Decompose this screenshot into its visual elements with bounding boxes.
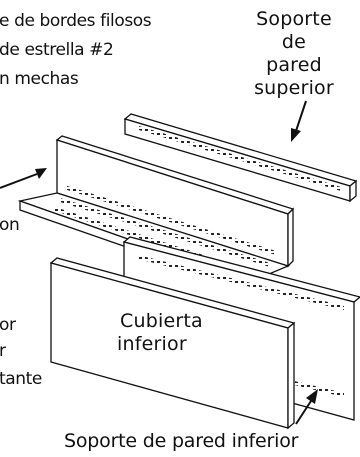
upper-bracket-hole-row	[139, 126, 341, 191]
shelf-arrow-head	[35, 168, 47, 179]
upper-bracket-label-line-3: superior	[254, 77, 334, 99]
lower-cover	[49, 257, 296, 430]
left-text-line-7: tante	[0, 369, 42, 389]
left-text-line-5: or	[0, 315, 16, 335]
shelf-hole-row-2	[60, 198, 270, 267]
upper-bracket-label: Soporte de pared superior	[252, 8, 336, 100]
lower-bracket-bottom-hole-row	[282, 378, 344, 397]
leader-arrows	[0, 100, 318, 425]
shelf-arrow-line	[0, 173, 38, 189]
upper-bracket-arrow-head	[291, 128, 301, 142]
upper-bracket-label-line-2: de pared	[266, 31, 322, 76]
lower-bracket-arrow-head	[306, 389, 318, 404]
upper-wall-bracket	[123, 113, 358, 203]
upper-bracket-label-line-1: Soporte	[256, 8, 332, 30]
lower-cover-label: Cubierta inferior	[117, 310, 203, 356]
lower-bracket-top-hole-row	[138, 255, 344, 310]
shelf-hole-row-1	[64, 185, 276, 255]
upper-bracket-arrow-line	[295, 100, 307, 132]
lower-cover-label-line-1: Cubierta	[120, 310, 203, 332]
left-text-line-1: e de bordes filosos	[0, 11, 152, 31]
left-text-line-2: de estrella #2	[0, 40, 114, 60]
left-text-line-3: n mechas	[0, 69, 79, 89]
lower-bracket-arrow-line	[295, 400, 312, 425]
left-text-line-6: r	[0, 341, 6, 361]
left-text-line-4: on	[0, 215, 20, 235]
lower-cover-label-line-2: inferior	[117, 333, 187, 355]
lower-bracket-label: Soporte de pared inferior	[64, 430, 299, 452]
